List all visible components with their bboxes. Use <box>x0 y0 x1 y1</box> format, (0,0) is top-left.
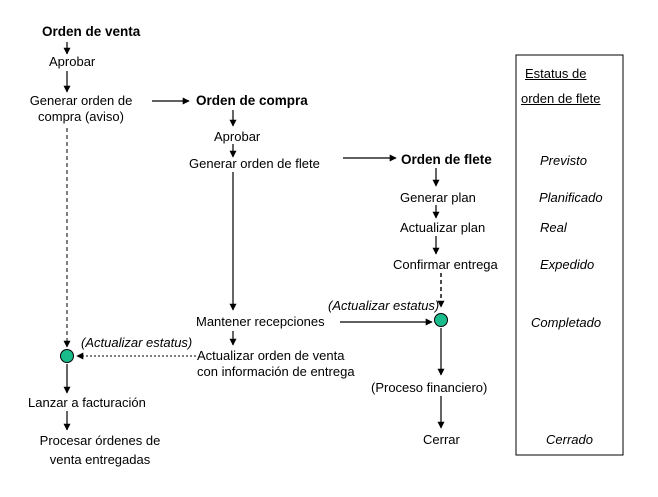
process-orders-label: Procesar órdenes de venta entregadas <box>20 433 180 468</box>
purchase-approve-label: Aprobar <box>214 129 261 144</box>
status-planificado: Planificado <box>539 190 603 205</box>
invoice-label: Lanzar a facturación <box>28 395 146 410</box>
sales-order-title: Orden de venta <box>42 24 141 39</box>
generate-purchase-order-line1: Generar orden de <box>29 93 133 108</box>
status-header-line2: orden de flete <box>521 91 601 106</box>
generate-purchase-order-line2: compra (aviso) <box>38 109 124 124</box>
maintain-receipts-label: Mantener recepciones <box>196 314 325 329</box>
generate-freight-order-label: Generar orden de flete <box>189 156 320 171</box>
process-orders-line2: venta entregadas <box>49 452 151 467</box>
status-panel-frame <box>515 54 624 456</box>
sales-approve-label: Aprobar <box>49 54 96 69</box>
status-dot-freight <box>434 313 448 327</box>
status-completado: Completado <box>531 315 602 330</box>
generate-plan-label: Generar plan <box>400 190 476 205</box>
confirm-delivery-label: Confirmar entrega <box>393 257 498 272</box>
close-label: Cerrar <box>423 432 460 447</box>
update-sales-order-line2: con información de entrega <box>197 364 355 379</box>
freight-order-title: Orden de flete <box>401 152 492 167</box>
status-previsto: Previsto <box>540 153 587 168</box>
financial-process-label: (Proceso financiero) <box>371 380 488 395</box>
sales-update-status-label: (Actualizar estatus) <box>81 335 193 350</box>
update-sales-order-label: Actualizar orden de venta con informació… <box>197 348 355 380</box>
status-dot-sales <box>60 349 74 363</box>
status-real: Real <box>540 220 567 235</box>
freight-update-status-label: (Actualizar estatus) <box>328 298 440 313</box>
process-orders-line1: Procesar órdenes de <box>39 433 161 448</box>
update-plan-label: Actualizar plan <box>400 220 486 235</box>
status-cerrado: Cerrado <box>546 432 593 447</box>
status-expedido: Expedido <box>540 257 595 272</box>
generate-purchase-order-label: Generar orden de compra (aviso) <box>15 93 147 125</box>
status-header-line1: Estatus de <box>525 66 587 81</box>
update-sales-order-line1: Actualizar orden de venta <box>197 348 345 363</box>
purchase-order-title: Orden de compra <box>196 93 308 108</box>
